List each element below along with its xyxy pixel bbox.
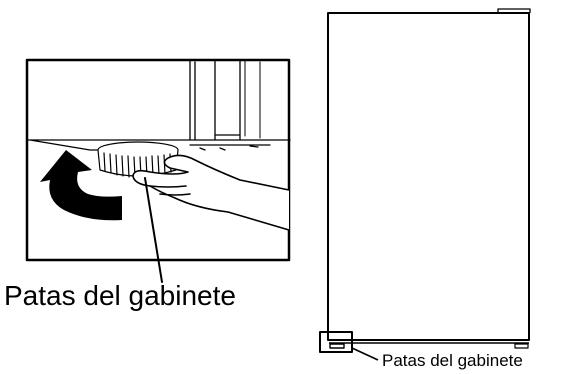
leg-highlight-box: [319, 331, 353, 353]
fridge-caption: Patas del gabinete: [382, 351, 523, 370]
hand-icon: [132, 154, 290, 231]
cabinet-body-lines: [26, 59, 291, 151]
leader-line-detail: [144, 177, 163, 283]
leveling-leg-icon: [97, 141, 179, 178]
fridge-left-foot: [329, 343, 345, 349]
detail-inset: [25, 58, 291, 283]
fridge-door: [327, 12, 530, 341]
fridge-top-hinge: [497, 8, 531, 13]
refrigerator: [319, 8, 531, 361]
curved-arrow-icon: [40, 150, 122, 221]
leader-line-fridge: [351, 347, 379, 361]
detail-caption: Patas del gabinete: [4, 280, 236, 311]
fridge-base-right-foot: [514, 343, 529, 349]
fridge-base: [329, 339, 529, 344]
